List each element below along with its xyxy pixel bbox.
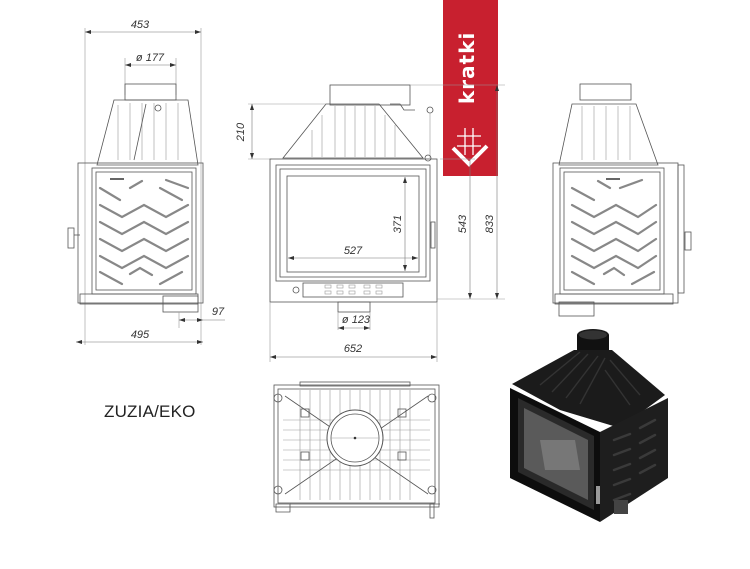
dim-833: 833 bbox=[484, 214, 496, 233]
render-3d bbox=[510, 329, 668, 522]
dim-air-inlet: ø 123 bbox=[342, 314, 371, 326]
dim-543: 543 bbox=[457, 214, 469, 233]
dim-453: 453 bbox=[131, 19, 150, 31]
kratki-logo: kratki bbox=[443, 0, 498, 176]
kratki-logo-arrow-grid-icon bbox=[451, 128, 489, 167]
dim-652: 652 bbox=[344, 343, 362, 355]
dim-flue-diameter: ø 177 bbox=[136, 52, 165, 64]
dim-371: 371 bbox=[392, 215, 404, 233]
model-name: ZUZIA/EKO bbox=[104, 402, 196, 421]
height-dimensions: 543 833 bbox=[437, 84, 505, 300]
dim-97: 97 bbox=[212, 306, 225, 318]
side-view-right bbox=[552, 83, 692, 317]
dim-210: 210 bbox=[235, 122, 247, 142]
dim-527: 527 bbox=[344, 245, 363, 257]
front-view: 210 371 527 ø 123 652 bbox=[235, 84, 440, 362]
side-view-left: 453 ø 177 97 495 bbox=[67, 19, 225, 345]
dim-495: 495 bbox=[131, 329, 150, 341]
top-view bbox=[273, 381, 440, 519]
